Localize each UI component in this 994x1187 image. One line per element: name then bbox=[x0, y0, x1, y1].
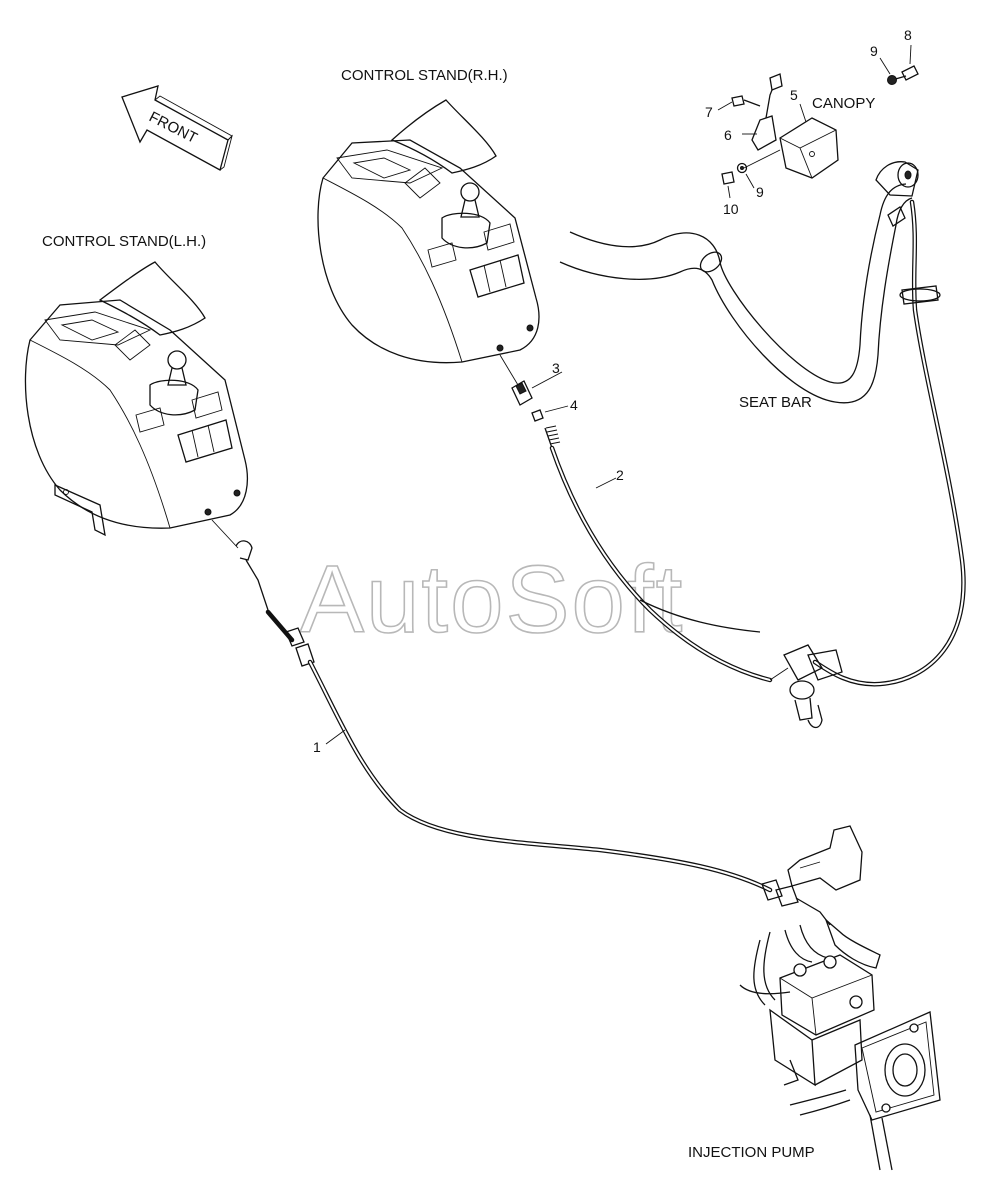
seat-bar bbox=[559, 161, 919, 404]
injection-pump bbox=[739, 924, 941, 1171]
callout-1: 1 bbox=[313, 739, 321, 755]
control-stand-rh bbox=[317, 99, 540, 386]
control-stand-lh-label: CONTROL STAND(L.H.) bbox=[42, 233, 206, 250]
seat-bar-label: SEAT BAR bbox=[739, 394, 812, 411]
seat-bar-cable bbox=[639, 199, 966, 687]
watermark: AutoSoft bbox=[300, 546, 684, 653]
linkage-assembly bbox=[769, 644, 843, 729]
canopy-parts bbox=[721, 65, 919, 185]
front-arrow: FRONT bbox=[121, 85, 233, 171]
callout-5: 5 bbox=[790, 87, 798, 103]
callout-9-top: 9 bbox=[870, 43, 878, 59]
callout-4: 4 bbox=[570, 397, 578, 413]
cable-1 bbox=[235, 540, 881, 969]
callout-3: 3 bbox=[552, 360, 560, 376]
leader-lines bbox=[325, 44, 912, 745]
cable-end-parts bbox=[511, 380, 544, 422]
cable-2 bbox=[544, 425, 773, 683]
control-stand-lh bbox=[24, 261, 248, 549]
cable-bracket bbox=[787, 825, 863, 891]
callout-10: 10 bbox=[723, 201, 739, 217]
injection-pump-label: INJECTION PUMP bbox=[688, 1144, 815, 1161]
callout-9-bottom: 9 bbox=[756, 184, 764, 200]
callout-8: 8 bbox=[904, 27, 912, 43]
control-stand-rh-label: CONTROL STAND(R.H.) bbox=[341, 67, 508, 84]
callout-2: 2 bbox=[616, 467, 624, 483]
callout-7: 7 bbox=[705, 104, 713, 120]
canopy-label: CANOPY bbox=[812, 95, 875, 112]
callout-6: 6 bbox=[724, 127, 732, 143]
